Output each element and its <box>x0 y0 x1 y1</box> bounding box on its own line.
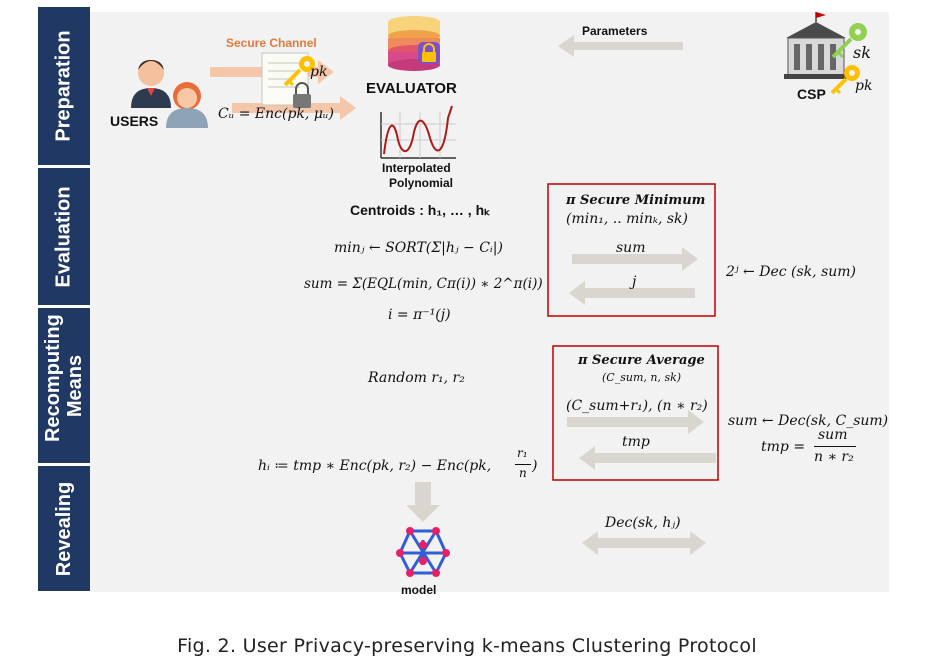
sum-formula: sum = Σ(EQL(min, Cπ(i)) ∗ 2^π(i)) <box>304 276 543 292</box>
secure-average-send-arrow <box>567 410 704 434</box>
parameters-arrow <box>558 35 683 57</box>
hi-formula-close: ) <box>532 458 538 474</box>
diagram-panel <box>90 12 889 592</box>
secure-minimum-box <box>547 183 716 317</box>
reveal-double-arrow <box>582 531 706 555</box>
csp-label: CSP <box>797 86 826 102</box>
tmp-formula-num: sum <box>818 427 848 443</box>
to-model-arrow <box>406 482 440 522</box>
secure-minimum-args: (min₁, .. minₖ, sk) <box>566 211 689 227</box>
hi-formula: hᵢ ≔ tmp ∗ Enc(pk, r₂) − Enc(pk, <box>258 458 492 474</box>
phase-label: Revealing <box>53 481 76 576</box>
evaluator-label: EVALUATOR <box>366 80 457 97</box>
parameters-label: Parameters <box>582 24 648 38</box>
user-key-icon <box>283 56 315 87</box>
secure-minimum-title: π Secure Minimum <box>566 193 706 208</box>
tmp-formula-den: n ∗ r₂ <box>814 449 854 465</box>
min-formula: minⱼ ← SORT(Σ|hⱼ − Cᵢ|) <box>334 240 503 256</box>
hi-formula-num: r₁ <box>517 446 528 460</box>
secure-minimum-recv-arrow <box>569 281 695 305</box>
secure-average-args: (C_sum, n, sk) <box>602 371 682 384</box>
secure-average-title: π Secure Average <box>578 353 705 368</box>
phase-evaluation: Evaluation <box>38 168 90 305</box>
dec-sum-formula: sum ← Dec(sk, C_sum) <box>728 413 889 429</box>
polynomial-chart-icon <box>380 105 456 159</box>
figure-caption: Fig. 2. User Privacy-preserving k-means … <box>177 635 757 657</box>
secure-minimum-send-label: sum <box>616 240 646 256</box>
cu-formula: Cᵤ = Enc(pk, μᵤ) <box>218 106 334 122</box>
padlock-icon <box>293 82 311 108</box>
centroids-label: Centroids : h₁, … , hₖ <box>350 202 491 218</box>
secure-average-send-label: (C_sum+r₁), (n ∗ r₂) <box>566 398 708 414</box>
model-label: model <box>401 583 437 597</box>
secure-channel-arrow-bottom <box>232 96 356 120</box>
secure-minimum-send-arrow <box>572 247 698 271</box>
pk-key-icon <box>830 65 860 95</box>
tmp-fraction-bar <box>814 446 856 447</box>
polynomial-label: Polynomial <box>389 176 454 190</box>
interpolated-label: Interpolated <box>382 161 451 175</box>
users-icon <box>131 60 208 128</box>
phase-label: Evaluation <box>53 185 76 288</box>
secure-minimum-recv-label: j <box>632 274 637 290</box>
pow-formula: 2ʲ ← Dec (sk, sum) <box>726 264 857 280</box>
phase-preparation: Preparation <box>38 7 90 165</box>
sk-key-icon <box>831 23 867 59</box>
pk-user-label: pk <box>310 64 328 80</box>
phase-revealing: Revealing <box>38 466 90 591</box>
model-nodes <box>396 527 450 577</box>
database-icon <box>388 16 440 71</box>
i-formula: i = π⁻¹(j) <box>388 307 451 323</box>
secure-channel-label: Secure Channel <box>226 36 317 50</box>
hi-formula-den: n <box>519 466 527 480</box>
pk-csp-label: pk <box>855 78 873 94</box>
phase-label: Preparation <box>53 30 75 142</box>
random-formula: Random r₁, r₂ <box>368 370 465 386</box>
tmp-formula-lhs: tmp = <box>761 439 806 455</box>
phase-recomputing: Recomputing Means <box>38 308 90 463</box>
sk-label: sk <box>853 43 871 62</box>
secure-average-box <box>552 345 719 481</box>
secure-average-recv-arrow <box>579 446 716 470</box>
users-label: USERS <box>110 113 159 129</box>
hi-fraction-bar <box>515 464 531 465</box>
dec-h-formula: Dec(sk, hⱼ) <box>605 515 681 531</box>
secure-average-recv-label: tmp <box>622 434 650 450</box>
phase-label: Recomputing Means <box>42 313 86 442</box>
